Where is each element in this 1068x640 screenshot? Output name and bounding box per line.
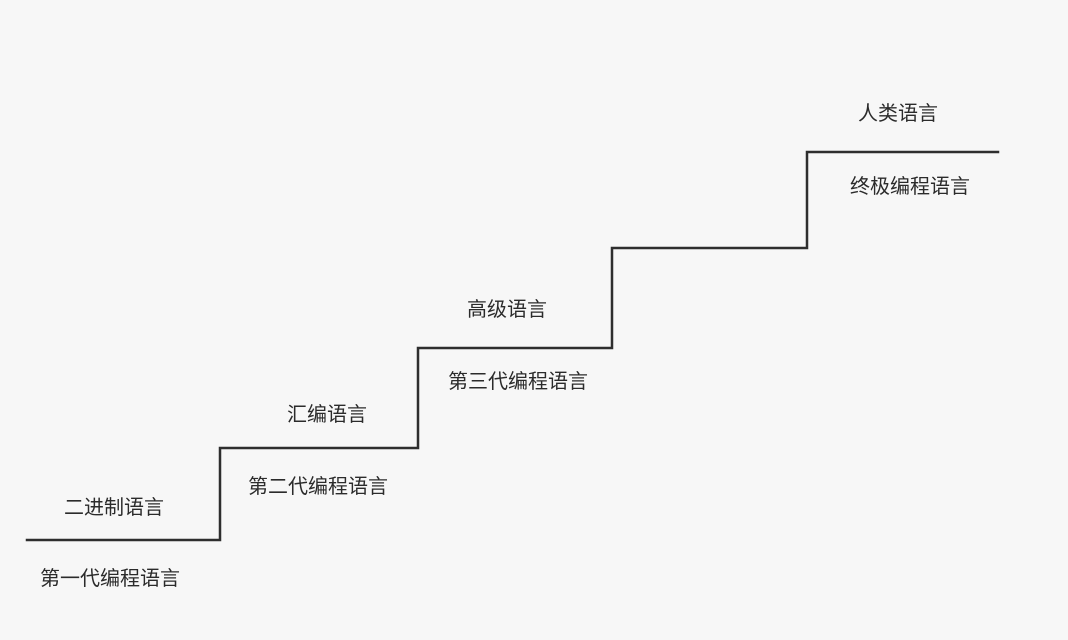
step-3-top-label: 高级语言 xyxy=(467,297,547,321)
step-1-bottom-label: 第一代编程语言 xyxy=(40,566,180,590)
step-2-bottom-label: 第二代编程语言 xyxy=(248,474,388,498)
step-4-top-label: 人类语言 xyxy=(858,101,938,125)
staircase-path xyxy=(25,150,1000,542)
step-2-top-label: 汇编语言 xyxy=(287,402,367,426)
step-1-top-label: 二进制语言 xyxy=(64,495,164,519)
step-3-bottom-label: 第三代编程语言 xyxy=(448,369,588,393)
step-4-bottom-label: 终极编程语言 xyxy=(850,174,970,198)
